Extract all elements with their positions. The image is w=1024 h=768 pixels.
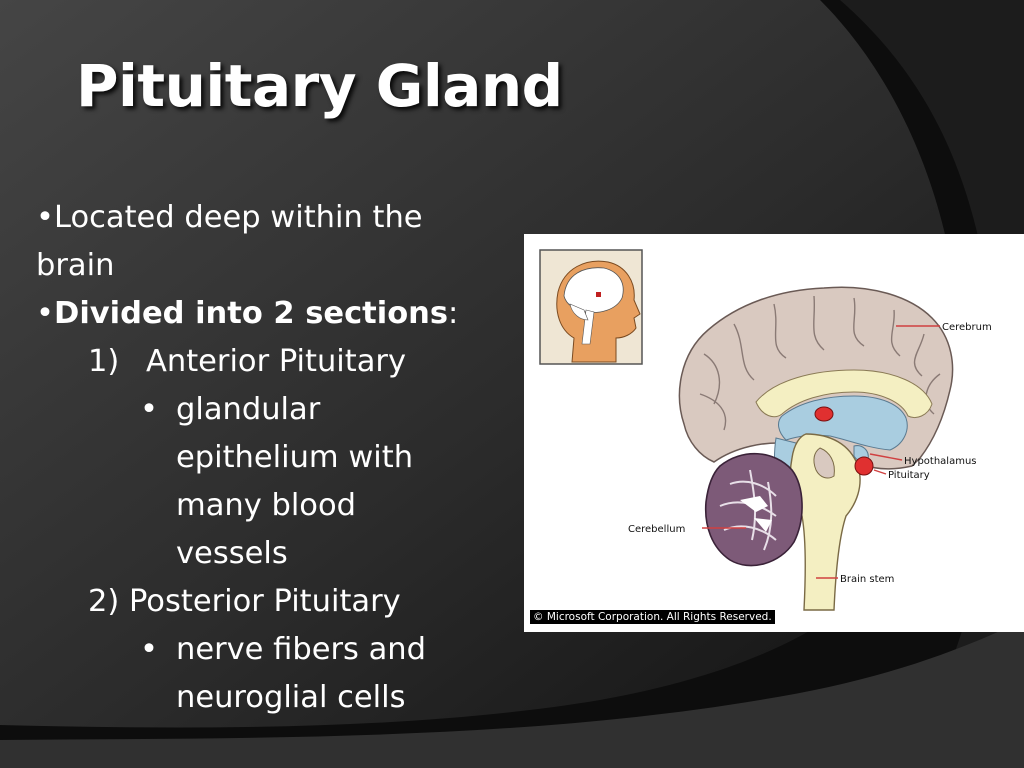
copyright-notice: © Microsoft Corporation. All Rights Rese… — [530, 610, 775, 624]
brain-stem-label: Brain stem — [840, 574, 894, 585]
pituitary-label: Pituitary — [888, 470, 930, 481]
sub-bullet-line: epithelium with — [176, 440, 414, 475]
hypothalamus-label: Hypothalamus — [904, 456, 977, 467]
cerebellum-shape — [704, 452, 803, 567]
numbered-item-text: Anterior Pituitary — [146, 344, 407, 379]
sub-bullet-anterior: • glandular epithelium with many blood v… — [36, 386, 476, 578]
bullet-location-line-1: •Located deep within the — [36, 200, 423, 235]
brain-illustration: Cerebrum Hypothalamus Pituitary Cerebell… — [539, 249, 992, 611]
sub-bullet-line: neuroglial cells — [176, 680, 406, 715]
bullet-sections: •Divided into 2 sections: — [36, 290, 476, 338]
sub-bullet-line: glandular — [176, 392, 321, 427]
numbered-item-anterior: 1) Anterior Pituitary — [36, 338, 476, 386]
sub-bullet-posterior: • nerve fibers and neuroglial cells — [36, 626, 476, 722]
pituitary-marker — [854, 456, 874, 476]
bullet-sections-colon: : — [448, 296, 459, 331]
bullet-marker: • — [36, 296, 54, 331]
head-inset-thumbnail — [539, 249, 643, 365]
bullet-list: •Located deep within the brain •Divided … — [36, 194, 476, 722]
sub-bullet-marker: • — [140, 392, 158, 427]
sub-bullet-line: nerve fibers and — [176, 632, 426, 667]
hypothalamus-marker — [814, 406, 869, 463]
brain-diagram-image: Cerebrum Hypothalamus Pituitary Cerebell… — [524, 234, 1024, 632]
sub-bullet-line: vessels — [176, 536, 288, 571]
slide-title: Pituitary Gland — [76, 52, 563, 120]
sub-bullet-line: many blood — [176, 488, 356, 523]
numbered-item-posterior: 2) Posterior Pituitary — [88, 584, 401, 619]
brain-stem-shape — [789, 433, 861, 611]
bullet-sections-bold: Divided into 2 sections — [54, 296, 449, 331]
numbered-item-number: 1) — [88, 344, 120, 379]
cerebrum-label: Cerebrum — [942, 322, 992, 333]
cerebellum-label: Cerebellum — [628, 524, 685, 535]
sub-bullet-marker: • — [140, 632, 158, 667]
bullet-location-line-2: brain — [36, 248, 115, 283]
